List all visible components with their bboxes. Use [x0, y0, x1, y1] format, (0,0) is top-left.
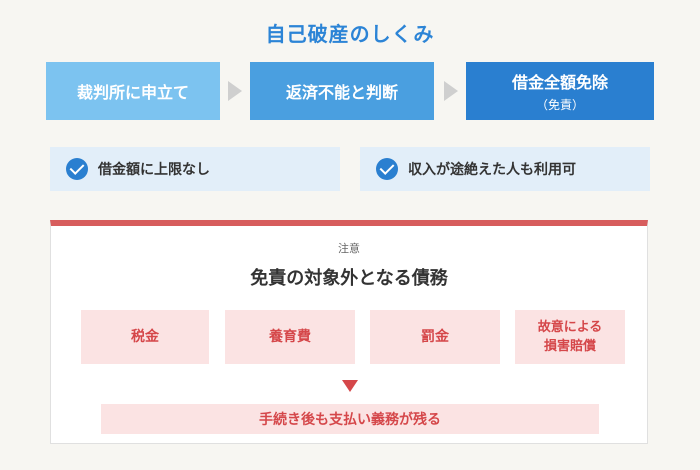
arrow-right-icon — [228, 81, 242, 101]
nondischargeable-item-child-support: 養育費 — [225, 310, 355, 364]
step-label: 返済不能と判断 — [285, 83, 398, 102]
page-title: 自己破産のしくみ — [265, 22, 435, 46]
item-label: 養育費 — [269, 328, 311, 345]
checkmark-icon — [66, 158, 88, 180]
checkmark-icon — [376, 158, 398, 180]
check-no-debt-limit: 借金額に上限なし — [50, 147, 340, 191]
step-file-petition: 裁判所に申立て — [46, 62, 220, 120]
item-label-line1: 故意による — [537, 320, 603, 335]
notice-heading: 免責の対象外となる債務 — [250, 268, 448, 289]
nondischargeable-item-intentional-damages: 故意による 損害賠償 — [515, 310, 625, 364]
arrow-right-icon — [444, 81, 458, 101]
item-label-line2: 損害賠償 — [543, 339, 596, 354]
check-label: 借金額に上限なし — [98, 162, 210, 178]
nondischargeable-item-tax: 税金 — [81, 310, 209, 364]
check-label: 収入が途絶えた人も利用可 — [408, 162, 576, 178]
result-box: 手続き後も支払い義務が残る — [101, 404, 599, 434]
step-insolvency-judgment: 返済不能と判断 — [250, 62, 434, 120]
step-debt-discharge: 借金全額免除 （免責） — [466, 62, 654, 120]
result-label: 手続き後も支払い義務が残る — [259, 412, 441, 428]
item-label: 罰金 — [421, 328, 449, 345]
step-label: 裁判所に申立て — [76, 83, 189, 102]
notice-label: 注意 — [338, 242, 360, 255]
check-no-income-ok: 収入が途絶えた人も利用可 — [360, 147, 650, 191]
step-label: 借金全額免除 — [511, 73, 608, 92]
nondischargeable-item-fine: 罰金 — [370, 310, 500, 364]
arrow-down-icon — [342, 380, 358, 392]
step-sublabel: （免責） — [535, 98, 584, 112]
item-label: 税金 — [131, 328, 159, 345]
notice-panel: 注意 免責の対象外となる債務 税金 養育費 罰金 故意による 損害賠償 手続き後… — [50, 220, 648, 444]
